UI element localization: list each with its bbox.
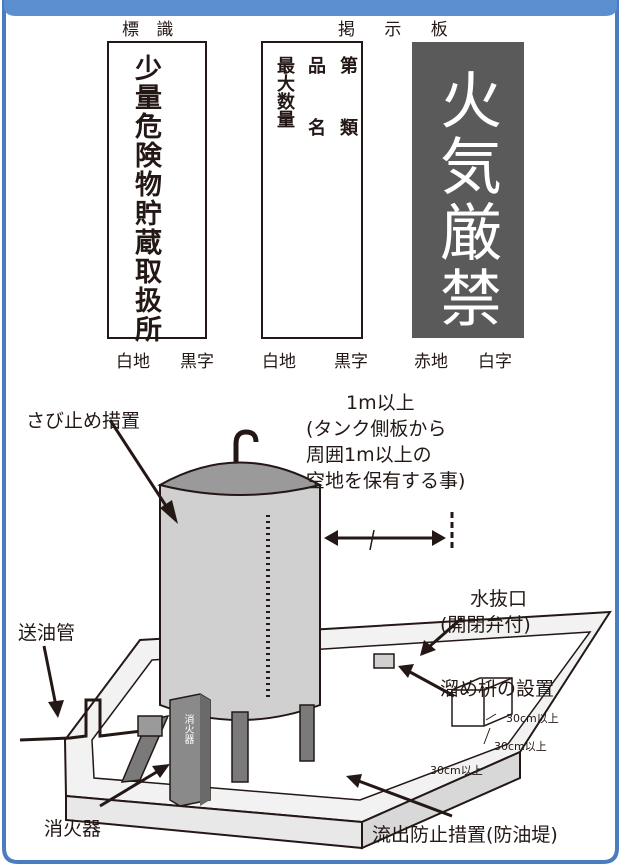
label-rust-prevention: さび止め措置 (26, 410, 141, 432)
tank-roof (157, 461, 323, 496)
sign-info-col1: 第類 (337, 56, 358, 180)
label-clearance-3: 周囲1m以上の (306, 444, 432, 466)
sign-no-fire-text: 火気厳禁 (429, 68, 502, 332)
label-sump-dim3: 30cm以上 (430, 764, 483, 777)
caption1-fg: 黒字 (180, 352, 214, 372)
sign-info-col2: 品名 (305, 56, 326, 180)
tank-leg (299, 704, 315, 762)
tank-body (159, 484, 321, 721)
label-sump-dim1: 30cm以上 (506, 712, 559, 725)
header-bar (4, 0, 617, 16)
caption2-fg: 黒字 (334, 352, 368, 372)
extinguisher-body-text: 消火器 (182, 714, 193, 744)
label-sump-dim2: 30cm以上 (494, 740, 547, 753)
sign-storage-text: 少量危険物貯蔵取扱所 (130, 54, 161, 344)
caption2-bg: 白地 (262, 352, 296, 372)
dike-side (361, 750, 521, 850)
sign-info (261, 41, 363, 339)
leader-arrows (42, 419, 463, 818)
label-clearance-2: (タンク側板から (306, 418, 447, 440)
sign-storage (107, 41, 207, 339)
valve (137, 715, 163, 737)
label-sump: 溜め枡の設置 (440, 678, 555, 700)
label-clearance-4: 空地を保有する事) (306, 470, 466, 492)
label-extinguisher: 消火器 (44, 818, 102, 840)
sign-header-left: 標 識 (122, 20, 180, 40)
extinguisher-side (200, 694, 210, 806)
drain-valve (373, 653, 395, 669)
label-drain-2: (開閉弁付) (440, 614, 531, 636)
caption3-fg: 白字 (478, 352, 512, 372)
label-drain-1: 水抜口 (470, 588, 528, 610)
label-dike: 流出防止措置(防油堤) (372, 824, 558, 846)
label-clearance-1: 1m以上 (346, 392, 415, 414)
tank-vent (233, 429, 259, 462)
sign-info-col3: 最大数量 (274, 56, 295, 128)
oil-pipe (19, 698, 151, 742)
caption1-bg: 白地 (116, 352, 150, 372)
tank-leg (231, 711, 249, 783)
sign-header-right: 掲 示 板 (338, 20, 460, 40)
sign-no-fire (412, 42, 524, 338)
caption3-bg: 赤地 (414, 352, 448, 372)
label-oil-pipe: 送油管 (18, 622, 76, 644)
